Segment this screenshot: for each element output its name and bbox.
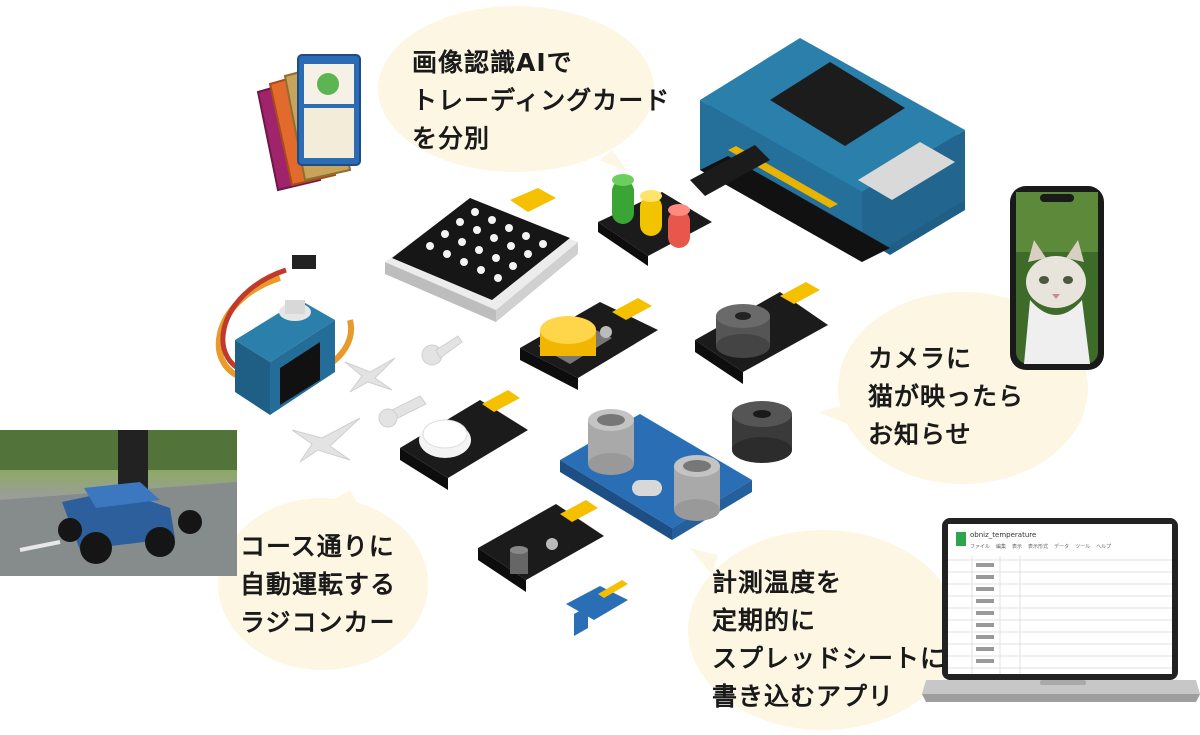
menu-file[interactable]: ファイル	[970, 544, 991, 550]
traffic-led-icon	[598, 145, 770, 266]
caption-card-sort: 画像認識AIで トレーディングカード を分別	[412, 48, 671, 153]
trading-cards-icon	[256, 54, 361, 192]
caption-rc-car: コース通りに 自動運転する ラジコンカー	[240, 532, 397, 637]
bubble-card-sort	[378, 6, 654, 172]
menu-format[interactable]: 表示形式	[1028, 544, 1049, 550]
servo-motor-icon	[215, 255, 355, 415]
menu-edit[interactable]: 編集	[996, 544, 1007, 550]
menu-data[interactable]: データ	[1054, 544, 1070, 550]
buzzer-part-icon	[732, 401, 792, 463]
raspberry-pi-board-icon	[700, 38, 965, 262]
menu-help[interactable]: ヘルプ	[1096, 544, 1112, 550]
spreadsheet-menu: ファイル 編集 表示 表示形式 データ ツール ヘルプ	[970, 543, 1111, 550]
servo-horns-icon	[291, 335, 463, 463]
bubble-spreadsheet	[688, 530, 958, 730]
bubble-rc-car	[218, 498, 428, 670]
menu-view[interactable]: 表示	[1012, 544, 1023, 550]
laptop-spreadsheet-icon	[922, 518, 1200, 702]
spreadsheet-title: obniz_temperature	[970, 531, 1037, 539]
led-strip-icon	[566, 580, 628, 636]
menu-tools[interactable]: ツール	[1075, 544, 1091, 550]
rc-car-photo-icon	[0, 430, 237, 576]
led-matrix-icon	[385, 188, 578, 322]
buzzer-icon	[695, 282, 828, 384]
caption-cat-camera: カメラに 猫が映ったら お知らせ	[868, 344, 1025, 449]
temperature-sensor-icon	[478, 500, 604, 592]
push-button-icon	[520, 298, 658, 390]
caption-spreadsheet: 計測温度を 定期的に スプレッドシートに 書き込むアプリ	[712, 568, 947, 711]
smartphone-cat-photo-icon	[1010, 186, 1104, 370]
light-sensor-icon	[400, 390, 528, 490]
ultrasonic-sensor-icon	[560, 409, 752, 540]
